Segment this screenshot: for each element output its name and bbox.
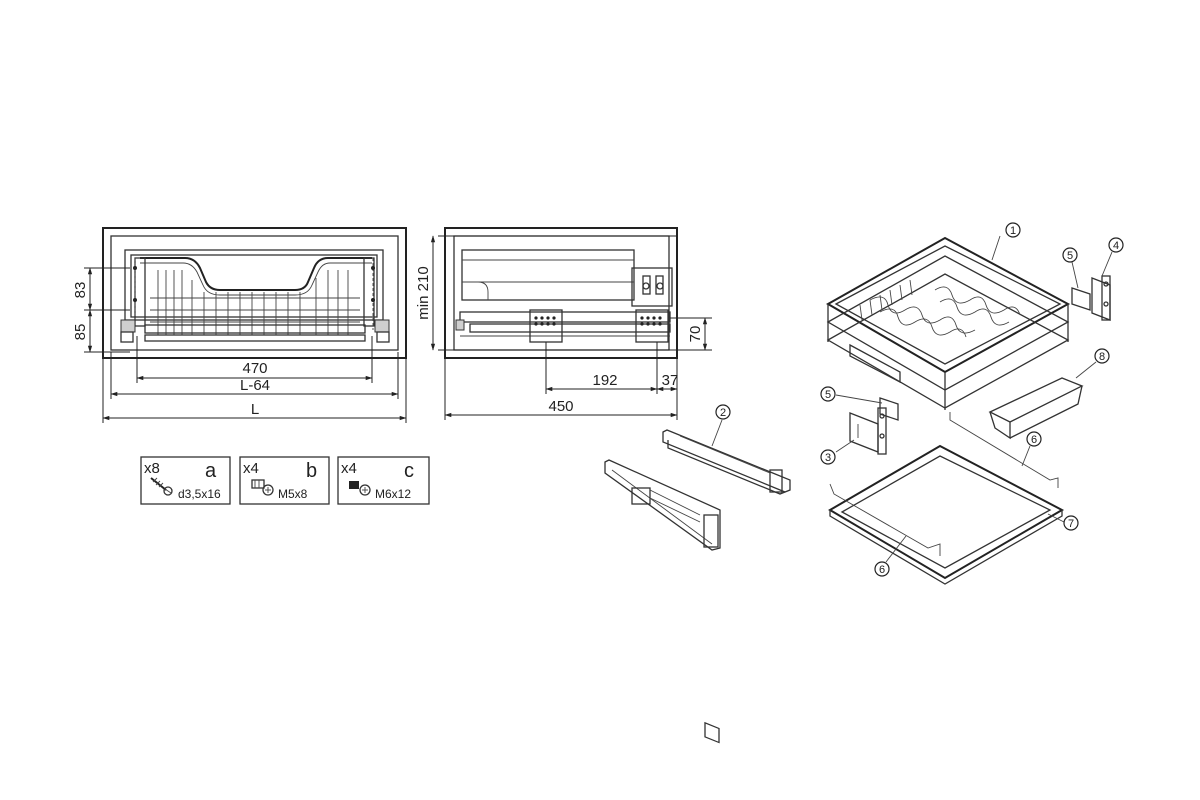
fastener-box-b: x4 b M5x8 [239, 456, 330, 505]
callout-2: 2 [720, 407, 726, 419]
fastener-box-c: x4 c M6x12 [337, 456, 430, 505]
dim-83: 83 [72, 282, 89, 299]
brackets-right [1071, 275, 1111, 321]
callout-5-top: 5 [1067, 250, 1073, 262]
fastener-spec-b: M5x8 [278, 487, 308, 501]
slide-rails [604, 429, 791, 744]
dish-basket [825, 236, 1071, 410]
bolt-icon [349, 481, 371, 496]
callout-6-top: 6 [1031, 434, 1037, 446]
dim-l-64: L-64 [240, 377, 270, 394]
front-view-dimensions: 83 85 470 L-64 L [72, 267, 407, 423]
side-view [444, 227, 678, 359]
fastener-spec-c: M6x12 [375, 487, 411, 501]
fastener-qty-c: x4 [341, 460, 357, 477]
fastener-box-a: x8 a d3,5x16 [140, 456, 231, 505]
dim-37: 37 [662, 372, 679, 389]
dim-70: 70 [687, 326, 704, 343]
callout-3: 3 [825, 452, 831, 464]
fastener-letter-a: a [205, 460, 217, 482]
dim-l: L [251, 401, 259, 418]
fastener-letter-c: c [404, 460, 414, 482]
fastener-qty-b: x4 [243, 460, 259, 477]
callout-7: 7 [1068, 518, 1074, 530]
callouts: 1 2 3 4 5 5 6 6 7 8 [711, 222, 1124, 577]
cutlery-tray [988, 377, 1084, 440]
fastener-spec-a: d3,5x16 [178, 487, 221, 501]
drip-tray [828, 444, 1065, 585]
callout-5-bottom: 5 [825, 389, 831, 401]
machine-screw-icon [251, 479, 274, 496]
side-view-dimensions: min 210 70 192 37 450 [415, 235, 712, 420]
dim-470: 470 [242, 360, 267, 377]
callout-8: 8 [1099, 351, 1105, 363]
dim-85: 85 [72, 324, 89, 341]
callout-1: 1 [1010, 225, 1016, 237]
dim-min-210: min 210 [415, 266, 432, 319]
brackets-left [849, 397, 899, 455]
callout-6-bottom: 6 [879, 564, 885, 576]
fastener-letter-b: b [306, 460, 317, 482]
dim-450: 450 [548, 398, 573, 415]
dim-192: 192 [592, 372, 617, 389]
fastener-qty-a: x8 [144, 460, 160, 477]
wood-screw-icon [150, 477, 173, 496]
front-view [102, 227, 407, 359]
tray-wires [829, 412, 1059, 556]
callout-4: 4 [1113, 240, 1119, 252]
